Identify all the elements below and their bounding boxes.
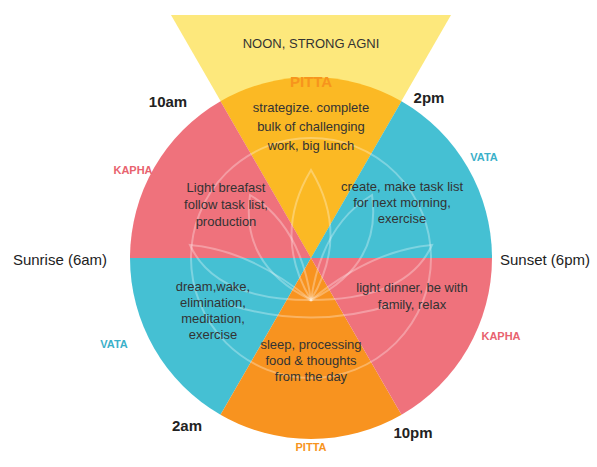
dosha-label: PITTA xyxy=(296,441,327,453)
activity-text: NOON, STRONG AGNI xyxy=(211,34,411,54)
time-sector: sleep, processing food & thoughts from t… xyxy=(256,337,366,385)
time-sector: Light breafast follow task list, product… xyxy=(170,179,282,230)
time-label: Sunset (6pm) xyxy=(500,251,590,268)
activity-text: sleep, processing food & thoughts from t… xyxy=(256,337,366,385)
dosha-label: VATA xyxy=(100,338,128,350)
activity-text: strategize. complete bulk of challenging… xyxy=(252,98,370,155)
activity-text: light dinner, be with family, relax xyxy=(356,279,468,313)
dosha-label: PITTA xyxy=(211,72,411,92)
activity-text: Light breafast follow task list, product… xyxy=(170,179,282,230)
time-label: 2am xyxy=(172,417,202,434)
activity-text: create, make task list for next morning,… xyxy=(340,179,464,227)
time-sector: strategize. complete bulk of challenging… xyxy=(252,98,370,155)
dosha-label: KAPHA xyxy=(481,330,520,342)
time-label: 2pm xyxy=(414,89,445,106)
time-sector: dream,wake, elimination, meditation, exe… xyxy=(163,279,263,343)
time-label: 10pm xyxy=(393,424,432,441)
dosha-label: VATA xyxy=(470,151,498,163)
time-sector: light dinner, be with family, relax xyxy=(356,279,468,313)
time-label: 10am xyxy=(149,93,187,110)
dosha-label: KAPHA xyxy=(113,164,152,176)
noon-band: NOON, STRONG AGNI PITTA xyxy=(211,34,411,92)
time-label: Sunrise (6am) xyxy=(13,251,107,268)
activity-text: dream,wake, elimination, meditation, exe… xyxy=(163,279,263,343)
time-sector: create, make task list for next morning,… xyxy=(340,179,464,227)
